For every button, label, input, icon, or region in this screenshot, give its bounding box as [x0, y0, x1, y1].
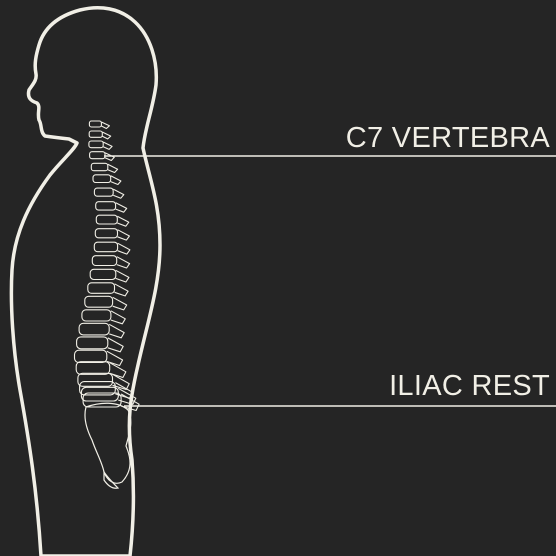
body-silhouette [11, 8, 160, 556]
c7-vertebra-label: C7 VERTEBRA [346, 124, 550, 153]
iliac-rest-label: ILIAC REST [389, 372, 550, 401]
